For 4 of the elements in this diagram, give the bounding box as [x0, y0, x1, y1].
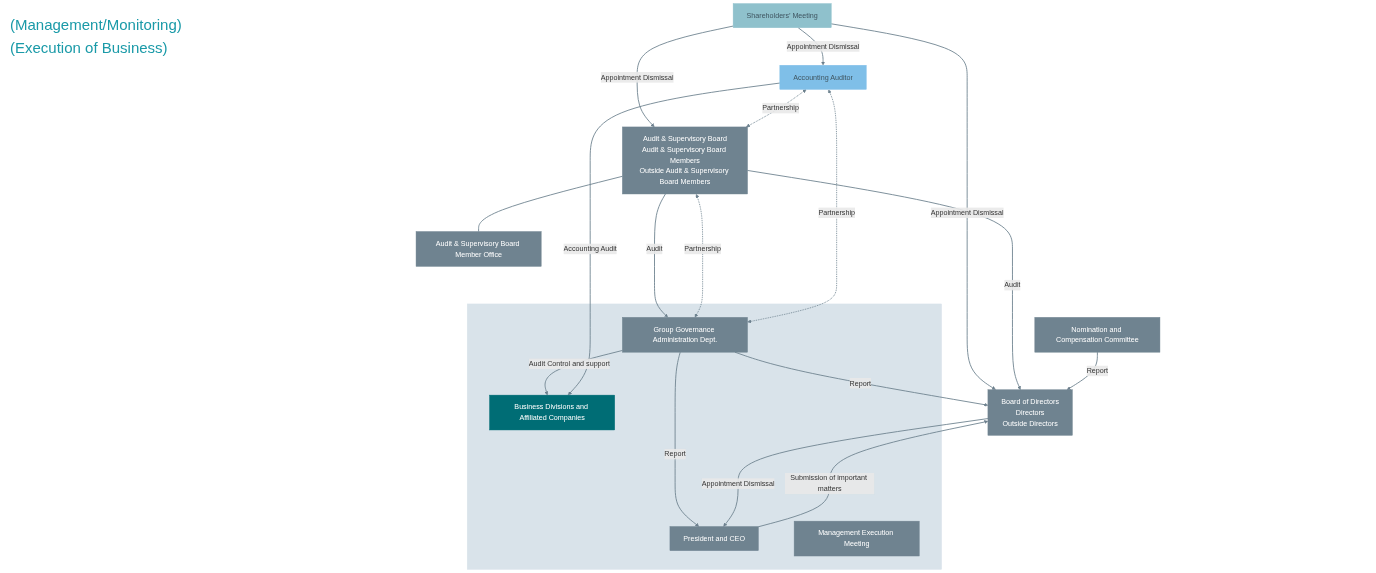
area-label: (Execution of Business) [10, 39, 169, 56]
cluster [466, 303, 942, 570]
area-label: (Management/Monitoring) [10, 16, 183, 33]
connector [478, 175, 623, 232]
